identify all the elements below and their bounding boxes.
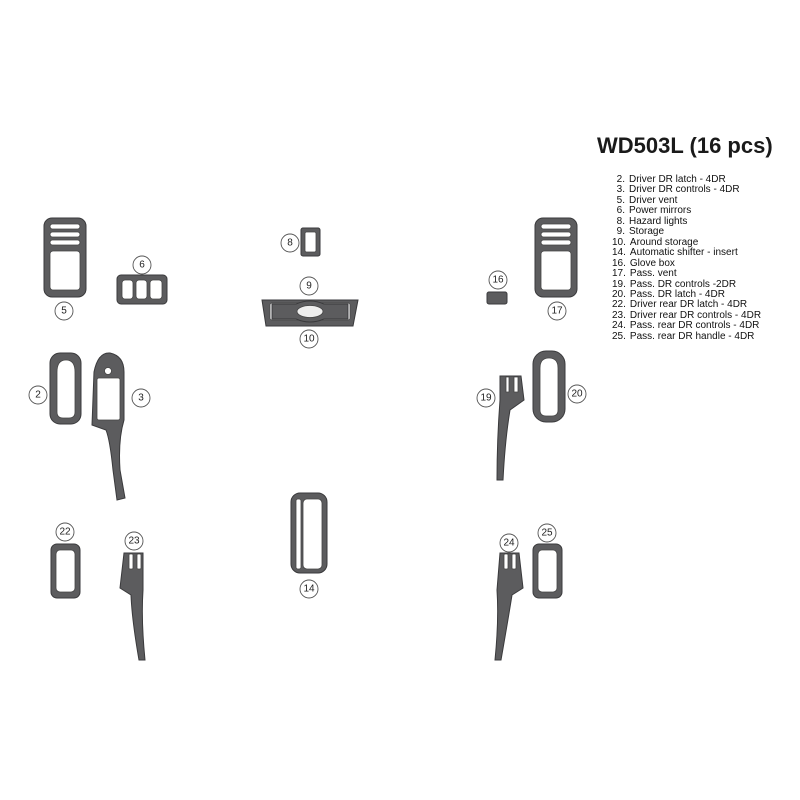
part-22-driver-rear-dr-latch	[50, 543, 81, 599]
callout-19: 19	[476, 388, 496, 408]
legend-item: 5.Driver vent	[616, 194, 678, 206]
part-25-pass-rear-dr-handle	[532, 543, 563, 599]
callout-2: 2	[28, 385, 48, 405]
svg-text:6: 6	[139, 260, 145, 271]
callout-24: 24	[499, 533, 519, 553]
callout-14: 14	[299, 579, 319, 599]
part-19-pass-dr-controls	[496, 375, 525, 481]
part-17-pass-vent	[534, 217, 578, 298]
svg-text:22: 22	[59, 527, 71, 538]
legend-item: 8.Hazard lights	[616, 215, 688, 227]
svg-text:17: 17	[551, 306, 563, 317]
part-23-driver-rear-dr-controls	[119, 552, 146, 661]
part-5-driver-vent	[43, 217, 87, 298]
callout-5: 5	[54, 301, 74, 321]
svg-text:9: 9	[306, 281, 312, 292]
part-6-power-mirrors	[116, 274, 168, 305]
legend-item: 17.Pass. vent	[612, 268, 677, 280]
callout-10: 10	[299, 329, 319, 349]
svg-text:23: 23	[128, 536, 140, 547]
part-9-storage	[271, 300, 349, 323]
svg-text:20: 20	[571, 389, 583, 400]
part-24-pass-rear-dr-controls	[494, 552, 524, 661]
callout-22: 22	[55, 522, 75, 542]
svg-text:2: 2	[35, 390, 41, 401]
legend-item: 19.Pass. DR controls -2DR	[612, 278, 737, 290]
part-16-glove-box	[486, 291, 508, 305]
legend-item: 9.Storage	[616, 226, 665, 238]
callout-20: 20	[567, 384, 587, 404]
svg-text:3: 3	[138, 393, 144, 404]
legend-item: 16.Glove box	[612, 257, 675, 269]
diagram-title: WD503L (16 pcs)	[597, 133, 773, 158]
callout-3: 3	[131, 388, 151, 408]
legend-item: 14.Automatic shifter - insert	[612, 247, 738, 259]
legend-item: 22.Driver rear DR latch - 4DR	[612, 299, 748, 311]
parts-legend: 2.Driver DR latch - 4DR 3.Driver DR cont…	[612, 174, 762, 342]
callout-16: 16	[488, 270, 508, 290]
svg-text:14: 14	[303, 584, 315, 595]
callout-8: 8	[280, 233, 300, 253]
part-20-pass-dr-latch	[532, 350, 566, 423]
svg-text:16: 16	[492, 275, 504, 286]
part-3-driver-dr-controls	[91, 352, 126, 501]
legend-item: 3.Driver DR controls - 4DR	[616, 184, 740, 196]
svg-text:25: 25	[541, 528, 553, 539]
legend-item: 24.Pass. rear DR controls - 4DR	[612, 320, 760, 332]
svg-text:10: 10	[303, 334, 315, 345]
callout-25: 25	[537, 523, 557, 543]
svg-text:24: 24	[503, 538, 515, 549]
legend-item: 2.Driver DR latch - 4DR	[616, 174, 726, 185]
part-2-driver-dr-latch	[49, 352, 82, 425]
svg-text:19: 19	[480, 393, 492, 404]
callout-17: 17	[547, 301, 567, 321]
legend-item: 20.Pass. DR latch - 4DR	[612, 288, 725, 300]
part-8-hazard-lights	[300, 227, 321, 257]
callout-9: 9	[299, 276, 319, 296]
part-14-automatic-shifter-insert	[290, 492, 328, 574]
callout-23: 23	[124, 531, 144, 551]
legend-item: 23.Driver rear DR controls - 4DR	[612, 309, 762, 321]
legend-item: 6.Power mirrors	[616, 205, 692, 217]
svg-text:5: 5	[61, 306, 67, 317]
callout-6: 6	[132, 255, 152, 275]
legend-item: 25.Pass. rear DR handle - 4DR	[612, 330, 755, 342]
legend-item: 10.Around storage	[612, 236, 699, 248]
svg-text:8: 8	[287, 238, 293, 249]
